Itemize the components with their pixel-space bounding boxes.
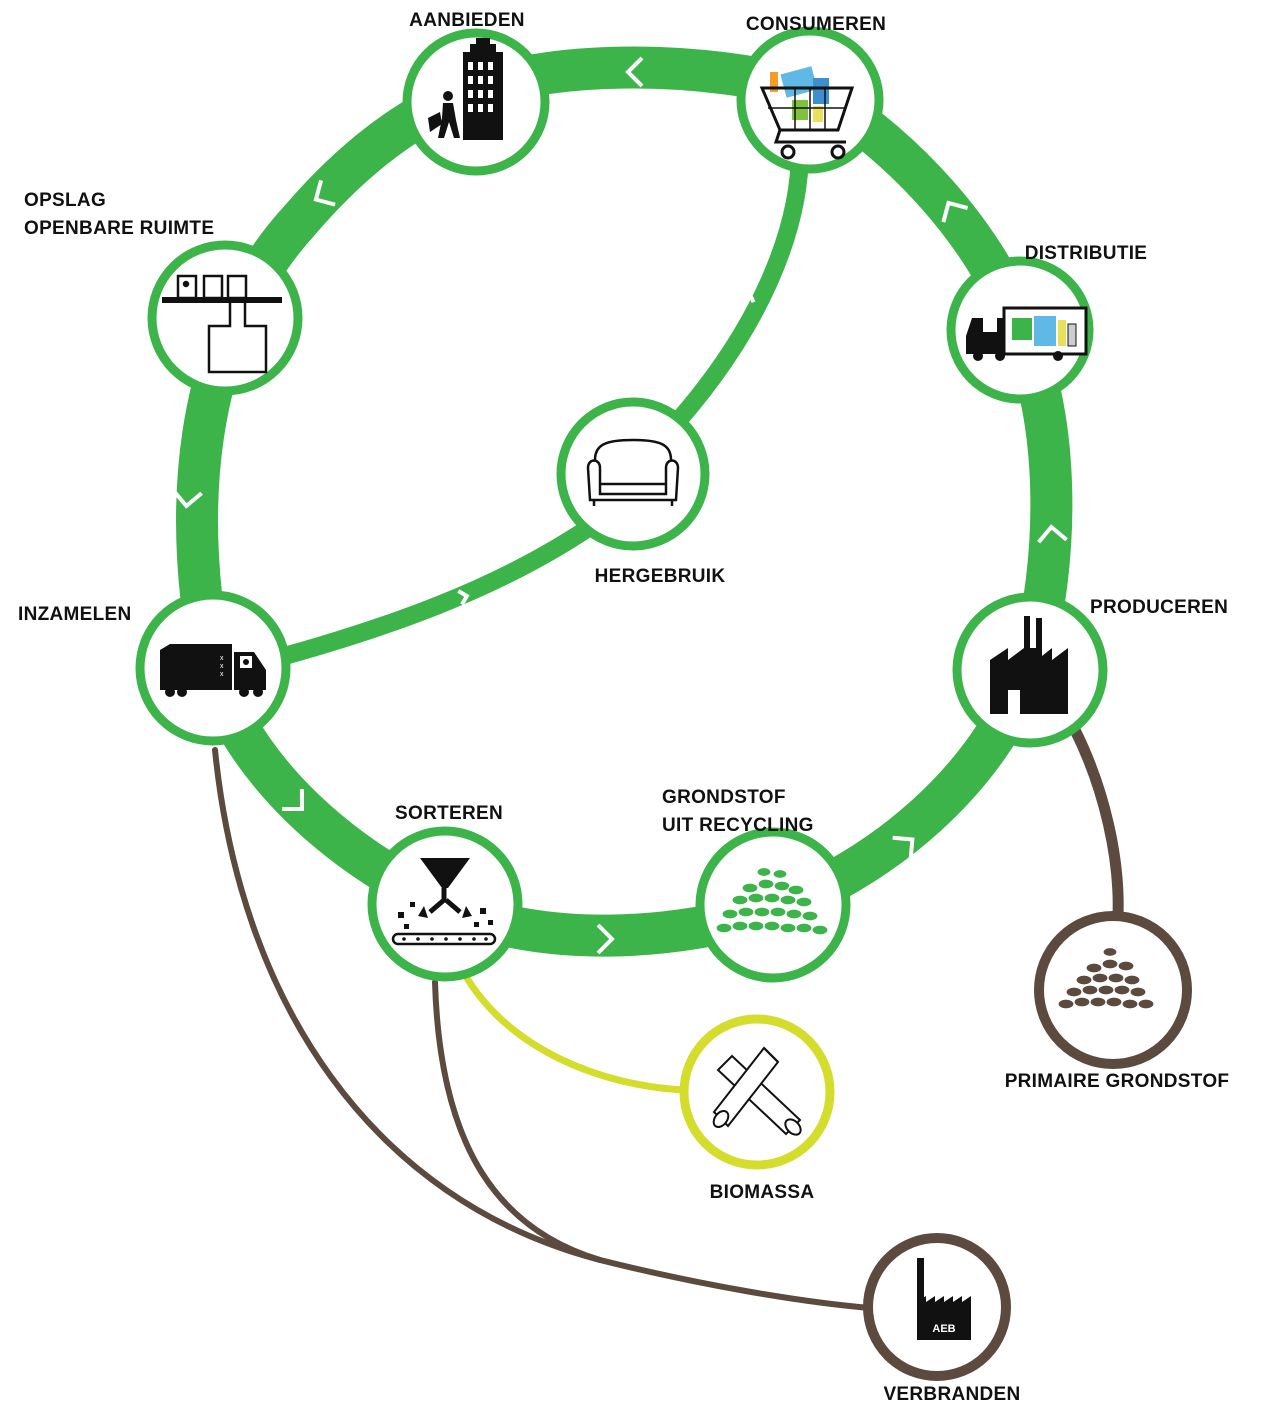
garbage-truck-icon: xxx [160,644,266,697]
brown-granules-icon [1057,946,1155,1010]
node-biomassa [679,1014,835,1170]
sorting-to-biomass-flow [461,971,687,1094]
arrow-chevron [625,56,644,88]
node-inzamelen: xxx [135,590,291,746]
reuse-branch [261,141,809,669]
side-flows [212,724,1124,1311]
label-biomassa: BIOMASSA [709,1182,815,1203]
label-hergebruik: HERGEBRUIK [594,566,726,587]
node-produceren [952,592,1108,748]
arrow-chevron [282,789,304,811]
shopping-cart-icon [759,66,855,160]
node-opslag [147,240,303,396]
arrow-chevron [313,179,336,207]
building-with-person-icon [428,38,503,140]
reuse-inbound-arc [261,511,609,669]
arrow-chevron [1037,524,1068,544]
delivery-truck-icon [966,306,1088,361]
incinerator-icon [917,1258,971,1340]
reuse-outbound-arc [661,141,809,439]
arrow-chevron [739,290,756,304]
node-verbranden: AEB [863,1233,1011,1381]
arrow-chevron [457,589,470,606]
node-grondstof-recycling [695,827,851,983]
sofa-icon [586,438,680,506]
label-consumeren: CONSUMEREN [745,14,887,35]
incinerator-badge: AEB [932,1323,955,1335]
label-inzamelen: INZAMELEN [18,604,132,625]
factory-icon [990,616,1068,714]
svg-text:x: x [220,671,224,678]
primary-material-flow [1069,724,1124,921]
label-grondstof-recycling-line1: GRONDSTOF [662,787,786,808]
svg-text:x: x [220,655,224,662]
green-granules-icon [715,866,829,936]
sorting-to-incineration-flow [432,979,603,1263]
label-produceren: PRODUCEREN [1090,597,1229,618]
label-primaire-grondstof: PRIMAIRE GRONDSTOF [1004,1071,1230,1092]
node-consumeren [736,26,884,174]
flow-arrows [172,56,1068,955]
label-verbranden: VERBRANDEN [883,1384,1021,1405]
underground-container-icon [162,274,282,374]
label-opslag-line2: OPENBARE RUIMTE [24,218,215,239]
label-aanbieden: AANBIEDEN [409,10,525,31]
node-sorteren [367,826,523,982]
label-grondstof-recycling-line2: UIT RECYCLING [662,815,814,836]
node-aanbieden [402,28,550,176]
arrow-chevron [596,923,615,955]
node-primaire-grondstof [1034,911,1192,1069]
label-opslag-line1: OPSLAG [24,190,107,211]
arrow-chevron [172,489,203,509]
arrow-chevron [892,835,915,860]
svg-text:x: x [220,663,224,670]
wood-logs-icon [712,1046,802,1136]
collection-to-incineration-flow [212,747,873,1311]
sorting-conveyor-icon [391,858,497,946]
arrow-chevron [941,200,969,223]
label-distributie: DISTRIBUTIE [1024,243,1148,264]
label-sorteren: SORTEREN [395,803,503,824]
node-hergebruik [556,397,710,551]
node-distributie [946,256,1094,404]
